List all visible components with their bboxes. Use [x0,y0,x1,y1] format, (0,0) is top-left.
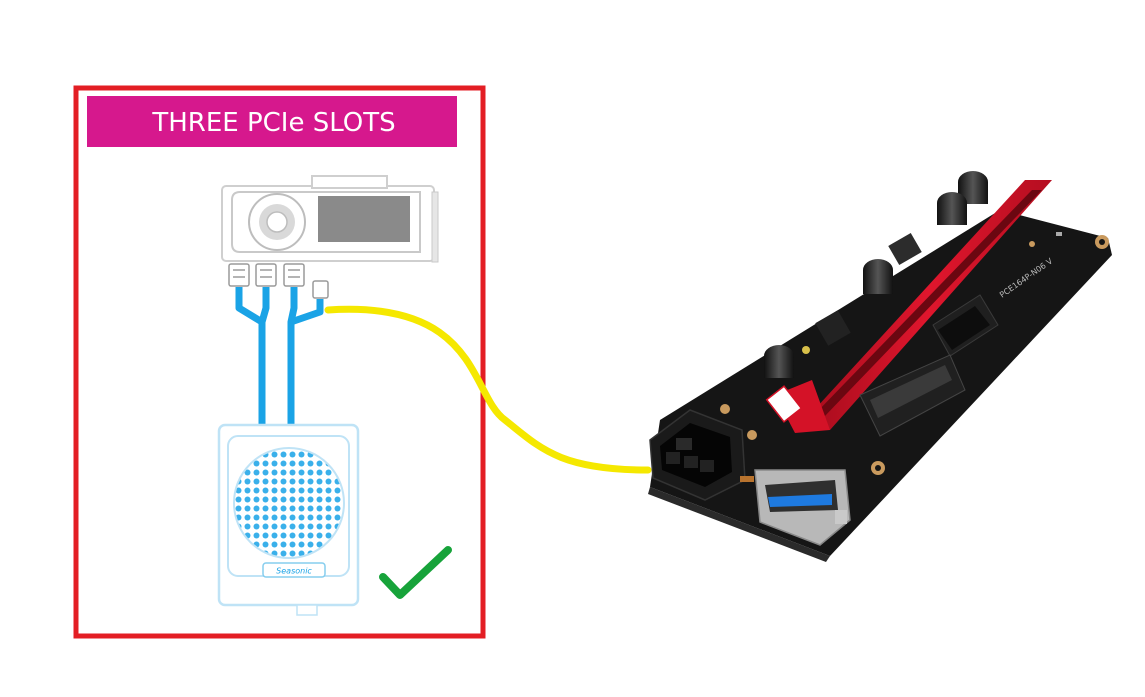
board-molex-connector [859,354,966,437]
yellow-link-cable [324,305,652,474]
gpu-power-connectors [228,263,329,299]
pcie-riser-board: PCE164P-N06 V [648,171,1112,562]
board-6pin-connector [932,294,999,357]
pcie-x16-slot [765,180,1052,433]
title-banner: THREE PCIe SLOTS [151,108,395,138]
fan-grille-icon [233,447,345,559]
capacitors [764,171,988,378]
title-banner-bg [87,96,457,147]
check-icon [379,546,452,599]
red-frame [73,85,486,639]
board-components [720,232,1062,482]
psu-cables [235,287,324,425]
usb-3-port [754,469,851,546]
psu-brand-label: Seasonic [276,567,312,576]
gpu-illustration [221,175,439,263]
psu-illustration: Seasonic [217,423,360,616]
input-6pin-connector [649,409,746,501]
